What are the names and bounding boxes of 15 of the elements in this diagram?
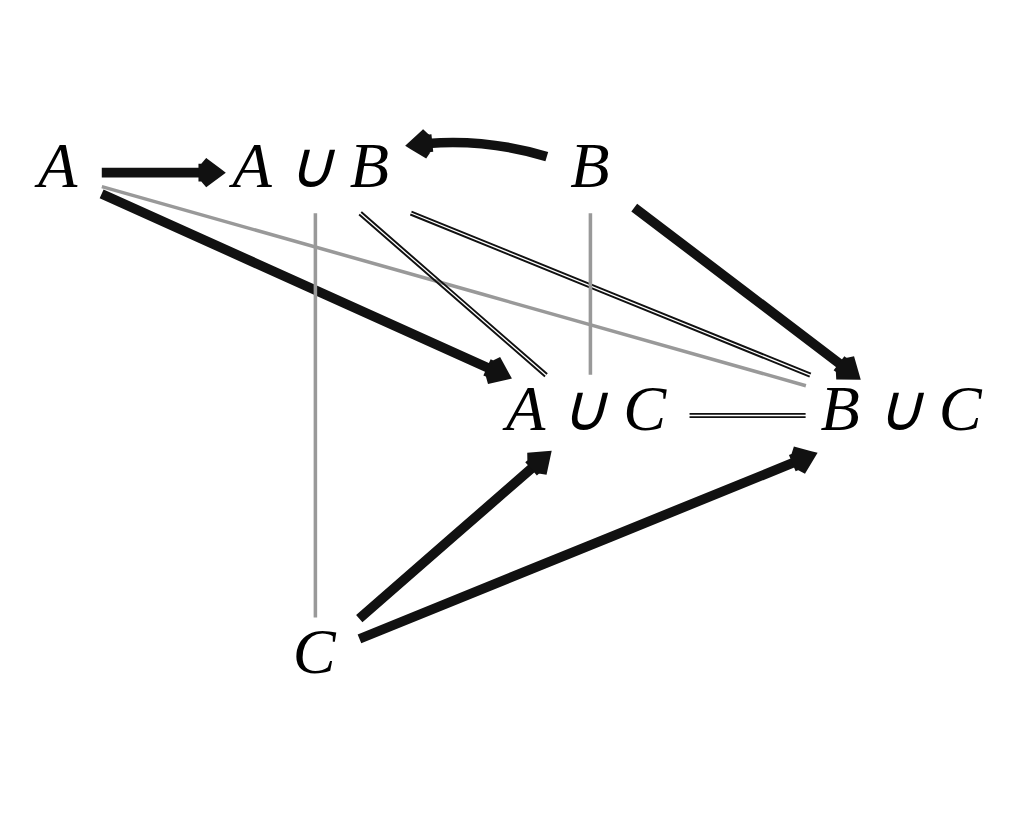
arrow — [631, 203, 860, 380]
node-text: B — [570, 130, 610, 202]
arrow — [101, 156, 223, 189]
arrow — [356, 451, 551, 623]
connector — [313, 213, 318, 618]
node-text: C — [292, 615, 336, 687]
connector — [358, 211, 549, 378]
arrow — [99, 189, 510, 385]
arrow — [357, 446, 815, 644]
connector — [101, 184, 807, 388]
connector — [409, 210, 812, 378]
connector — [588, 213, 593, 375]
arrow — [408, 127, 549, 162]
node-text: B ∪ C — [820, 372, 982, 444]
connector — [688, 412, 807, 419]
